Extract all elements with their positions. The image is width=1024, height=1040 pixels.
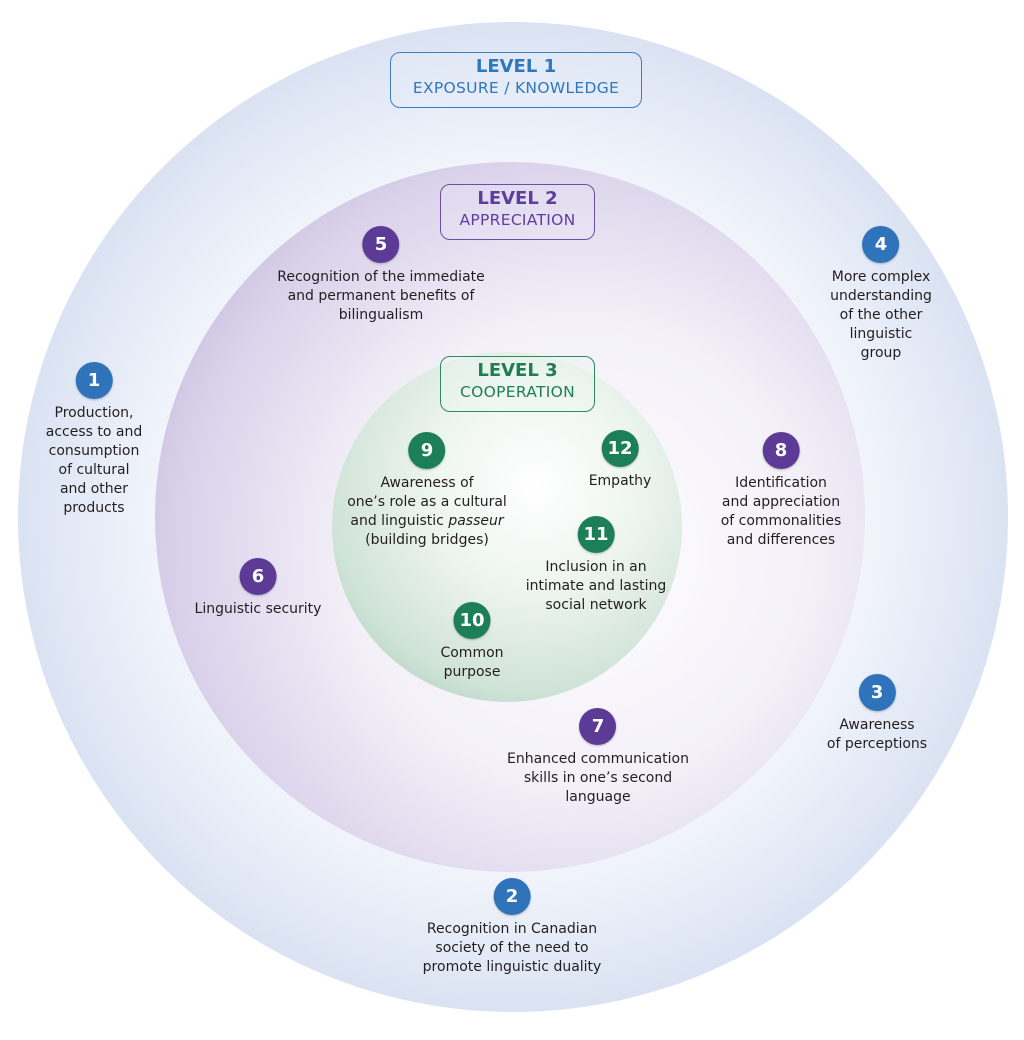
item-3: 3 Awareness of perceptions [827, 674, 927, 754]
item-6-text: Linguistic security [194, 601, 322, 617]
number-badge-10: 10 [453, 602, 491, 639]
item-8: 8 Identification and appreciation of com… [720, 432, 842, 550]
number-badge-5: 5 [362, 226, 400, 263]
level-2-name: APPRECIATION [459, 211, 576, 229]
number-badge-9: 9 [408, 432, 446, 469]
item-10: 10 Common purpose [440, 602, 504, 682]
item-12-text: Empathy [588, 473, 652, 489]
item-5-text: Recognition of the immediate and permane… [277, 269, 485, 323]
number-badge-1: 1 [75, 362, 113, 399]
number-badge-12: 12 [601, 430, 639, 467]
item-7-text: Enhanced communication skills in one’s s… [507, 751, 689, 805]
level-3-name: COOPERATION [459, 383, 576, 401]
level-2-label: LEVEL 2 [477, 188, 558, 209]
item-2: 2 Recognition in Canadian society of the… [422, 878, 602, 977]
number-badge-8: 8 [762, 432, 800, 469]
item-9-text-part: Awareness of one’s role as a cultural an… [347, 475, 507, 529]
item-11-text: Inclusion in an intimate and lasting soc… [525, 559, 667, 613]
item-6: 6 Linguistic security [194, 558, 322, 619]
item-9: 9 Awareness of one’s role as a cultural … [347, 432, 507, 550]
level-3-label: LEVEL 3 [477, 360, 558, 381]
item-12: 12 Empathy [588, 430, 652, 491]
level-1-name: EXPOSURE / KNOWLEDGE [412, 79, 620, 97]
item-2-text: Recognition in Canadian society of the n… [422, 921, 602, 975]
item-10-text: Common purpose [440, 645, 504, 680]
item-7: 7 Enhanced communication skills in one’s… [507, 708, 689, 807]
number-badge-3: 3 [858, 674, 896, 711]
level-3-title-box: LEVEL 3 COOPERATION [440, 356, 595, 412]
item-4-text: More complex understanding of the other … [830, 269, 932, 361]
number-badge-7: 7 [579, 708, 617, 745]
item-8-text: Identification and appreciation of commo… [720, 475, 842, 548]
item-9-text-part: (building bridges) [365, 532, 489, 548]
item-1: 1 Production, access to and consumption … [46, 362, 142, 518]
number-badge-2: 2 [493, 878, 531, 915]
item-9-text: Awareness of one’s role as a cultural an… [347, 474, 507, 550]
number-badge-11: 11 [577, 516, 615, 553]
item-1-text: Production, access to and consumption of… [45, 405, 143, 516]
item-3-text: Awareness of perceptions [826, 717, 928, 752]
item-5: 5 Recognition of the immediate and perma… [277, 226, 485, 325]
item-9-italic-term: passeur [448, 513, 504, 529]
level-2-title-box: LEVEL 2 APPRECIATION [440, 184, 595, 240]
item-4: 4 More complex understanding of the othe… [830, 226, 932, 363]
level-1-label: LEVEL 1 [475, 56, 557, 77]
level-3-ring [332, 352, 682, 702]
number-badge-6: 6 [239, 558, 277, 595]
item-11: 11 Inclusion in an intimate and lasting … [525, 516, 667, 615]
level-1-title-box: LEVEL 1 EXPOSURE / KNOWLEDGE [390, 52, 642, 108]
number-badge-4: 4 [862, 226, 900, 263]
